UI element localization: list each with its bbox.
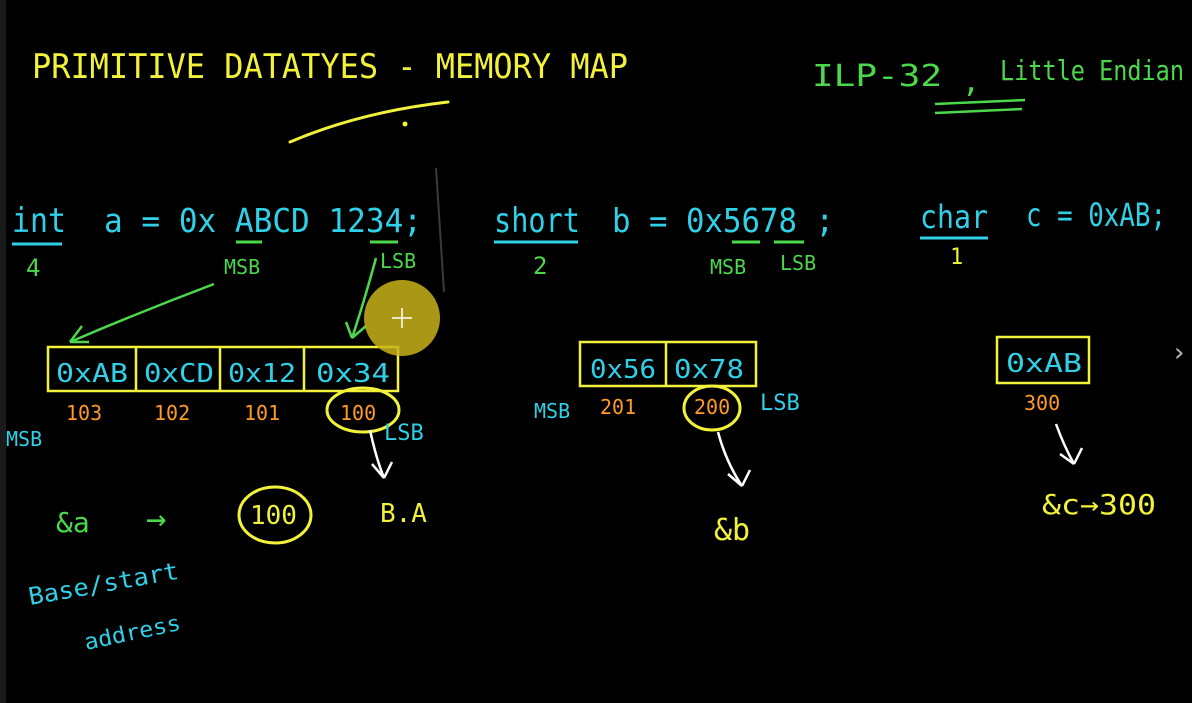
- int-declaration: a = 0x ABCD 1234;: [104, 201, 422, 240]
- char-memory-block: [995, 335, 1091, 385]
- int-lsb-arrowhead: [344, 321, 367, 339]
- short-memory-block: [578, 340, 758, 388]
- short-address-of: &b: [714, 513, 750, 548]
- short-base-arrowhead: [727, 469, 752, 487]
- int-size-label: 4: [26, 254, 40, 282]
- char-base-arrowhead: [1059, 447, 1084, 466]
- section-divider: [435, 167, 445, 293]
- title-dot: [402, 121, 408, 127]
- short-size-label: 2: [533, 252, 547, 280]
- int-type-label: int: [12, 201, 66, 241]
- title-underline-stroke: [288, 100, 450, 144]
- int-memory-block: [46, 345, 400, 393]
- base-address-note-line1: Base/start: [26, 557, 181, 611]
- frame-edge: [0, 0, 6, 703]
- char-cell-value: 0xAB: [1006, 349, 1082, 379]
- int-lsb-arrow: [350, 257, 378, 339]
- short-msb-side-label: MSB: [534, 399, 570, 423]
- page-title: PRIMITIVE DATATYES - MEMORY MAP: [32, 47, 628, 87]
- short-msb-label: MSB: [710, 255, 746, 279]
- char-address: 300: [1024, 391, 1060, 415]
- int-base-value-circle: [237, 485, 313, 545]
- endianness-label: Little Endian: [1000, 54, 1184, 87]
- model-underline: [934, 98, 1026, 106]
- int-address-of: &a: [56, 506, 90, 539]
- model-underline-2: [934, 107, 1023, 115]
- int-cell-value: 0xAB: [56, 359, 128, 389]
- int-cell-value: 0x34: [316, 359, 390, 389]
- int-lsb-label: LSB: [380, 249, 416, 273]
- short-lsb-side-label: LSB: [760, 391, 800, 416]
- int-address: 102: [154, 401, 190, 425]
- short-address: 200: [694, 395, 730, 419]
- base-address-note-line2: address: [82, 611, 183, 656]
- int-address: 100: [340, 401, 376, 425]
- int-address-arrow: →: [146, 499, 166, 539]
- short-base-address-circle: [682, 384, 742, 432]
- chevron-right-icon[interactable]: ›: [1174, 338, 1185, 368]
- int-cell-value: 0xCD: [144, 359, 214, 389]
- short-address: 201: [600, 395, 636, 419]
- short-cell-value: 0x56: [590, 355, 656, 385]
- char-declaration: c = 0xAB;: [1026, 196, 1166, 234]
- int-msb-label: MSB: [224, 255, 260, 279]
- model-label: ILP-32: [812, 59, 942, 94]
- char-base-arrow: [1054, 423, 1076, 465]
- short-cell-value: 0x78: [674, 355, 744, 385]
- int-cell-value: 0x12: [228, 359, 296, 389]
- short-type-label: short: [494, 201, 580, 241]
- int-address: 101: [244, 401, 280, 425]
- int-msb-arrow: [69, 282, 215, 344]
- int-address: 103: [66, 401, 102, 425]
- int-lsb-side-label: LSB: [384, 421, 424, 446]
- int-base-address-circle: [325, 386, 401, 434]
- char-type-label: char: [920, 198, 988, 236]
- short-declaration: b = 0x5678 ;: [612, 201, 834, 240]
- char-address-of: &c→300: [1042, 488, 1156, 521]
- pointer-crosshair-icon: [392, 308, 412, 328]
- base-address-marker: B.A: [380, 499, 427, 529]
- int-base-value: 100: [250, 501, 297, 531]
- base-address-arrowhead: [371, 461, 394, 479]
- short-lsb-label: LSB: [780, 251, 816, 275]
- int-msb-arrowhead: [69, 325, 89, 344]
- heading-separator: ,: [962, 65, 980, 100]
- short-base-arrow: [716, 431, 744, 487]
- int-msb-side-label: MSB: [6, 427, 42, 451]
- char-size-label: 1: [950, 245, 963, 270]
